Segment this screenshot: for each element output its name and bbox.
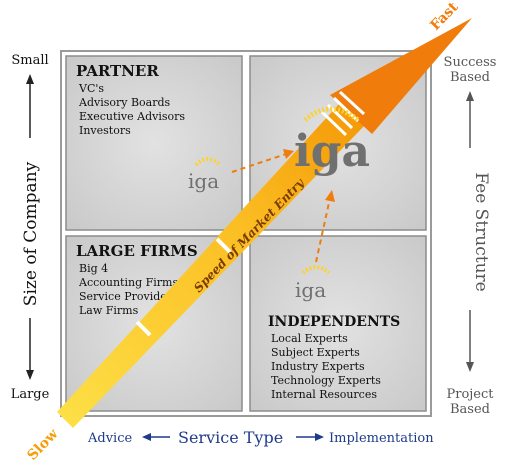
- independents-item: Technology Experts: [271, 374, 381, 387]
- iga-logo-small-left-text: iga: [188, 169, 219, 193]
- right-axis-bottom-line2: Based: [450, 402, 490, 417]
- partner-item: Investors: [79, 124, 131, 137]
- right-axis-label: Fee Structure: [471, 172, 491, 291]
- dashed-arrows: [231, 149, 335, 263]
- right-axis-top-line2: Based: [450, 70, 490, 85]
- large-firms-title: LARGE FIRMS: [76, 242, 198, 260]
- left-axis: Small Size of Company Large: [11, 53, 50, 402]
- dashed-arrow-left: [231, 153, 287, 173]
- bottom-axis: Advice Service Type Implementation: [87, 428, 434, 447]
- large-firms-item: Law Firms: [79, 304, 139, 317]
- partner-item: Advisory Boards: [78, 96, 171, 109]
- arrow-head: [330, 18, 472, 134]
- left-axis-top-label: Small: [11, 53, 48, 68]
- dashed-arrow-bottom: [315, 197, 331, 263]
- iga-logo-main-text: iga: [294, 126, 370, 177]
- iga-logo-small-bottom: iga: [295, 265, 331, 302]
- logo-arc: [303, 106, 360, 123]
- arrow-shaft: [57, 103, 365, 428]
- quadrant-partner: [65, 55, 243, 231]
- arrow-up-icon: [466, 91, 474, 101]
- independents-item: Industry Experts: [271, 360, 365, 373]
- right-axis-top-line1: Success: [444, 55, 497, 70]
- iga-logo-main: iga: [294, 106, 370, 177]
- logo-arc: [194, 157, 222, 167]
- large-firms-item: Service Providers: [79, 290, 178, 303]
- independents-item: Subject Experts: [271, 346, 360, 359]
- independents-item: Local Experts: [271, 332, 348, 345]
- dashed-arrow-left-head: [283, 149, 294, 159]
- independents-item: Internal Resources: [271, 388, 377, 401]
- arrow-gap-horizontal: [215, 237, 232, 254]
- left-axis-label: Size of Company: [21, 161, 41, 306]
- bottom-axis-left-label: Advice: [87, 431, 132, 446]
- dashed-arrow-bottom-head: [325, 190, 335, 202]
- large-firms-item: Accounting Firms: [78, 276, 178, 289]
- arrow-left-icon: [142, 433, 151, 441]
- arrow-down-icon: [26, 370, 34, 380]
- partner-item: VC's: [78, 82, 104, 95]
- partner-text: PARTNER VC's Advisory Boards Executive A…: [76, 62, 185, 137]
- large-firms-item: Big 4: [79, 262, 108, 275]
- right-axis: Success Based Fee Structure Project Base…: [444, 55, 497, 417]
- right-axis-bottom-line1: Project: [446, 387, 494, 402]
- arrow-gap-vertical: [135, 320, 152, 337]
- arrow-start-label: Slow: [24, 425, 62, 463]
- bottom-axis-label: Service Type: [178, 428, 283, 447]
- iga-logo-small-bottom-text: iga: [295, 278, 326, 302]
- independents-title: INDEPENDENTS: [268, 314, 400, 330]
- partner-item: Executive Advisors: [79, 110, 185, 123]
- left-axis-bottom-label: Large: [11, 387, 50, 402]
- iga-logo-small-left: iga: [188, 157, 222, 193]
- bottom-axis-right-label: Implementation: [329, 431, 434, 446]
- large-firms-text: LARGE FIRMS Big 4 Accounting Firms Servi…: [76, 242, 198, 317]
- arrow-right-icon: [315, 433, 324, 441]
- arrow-up-icon: [26, 74, 34, 84]
- arrow-down-icon: [466, 362, 474, 372]
- independents-text: INDEPENDENTS Local Experts Subject Exper…: [268, 314, 400, 401]
- quadrant-independents: [249, 235, 427, 412]
- partner-title: PARTNER: [76, 62, 159, 80]
